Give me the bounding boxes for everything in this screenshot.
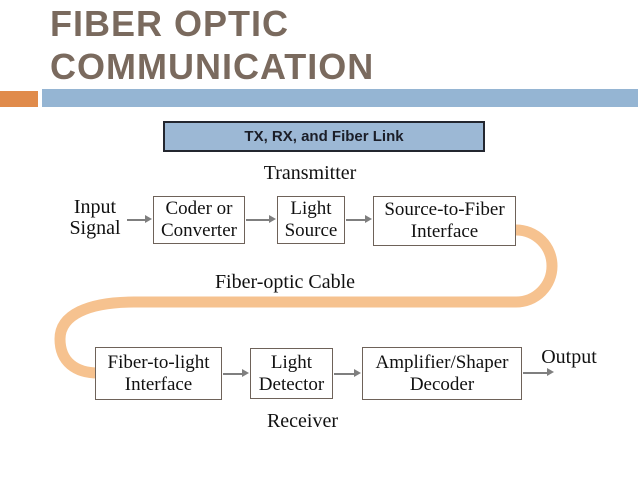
arrow-head-icon: [269, 215, 276, 223]
arrow-head-icon: [242, 369, 249, 377]
arrow-head-icon: [365, 215, 372, 223]
arrow-detector-to-amplifier: [334, 369, 361, 378]
input-signal-label: Input Signal: [58, 197, 132, 239]
arrow-shaft: [523, 372, 549, 374]
light-detector-line1: Light: [270, 351, 313, 373]
arrow-shaft: [346, 219, 367, 221]
arrow-shaft: [223, 373, 244, 375]
fiber-optic-cable-label: Fiber-optic Cable: [214, 271, 356, 293]
arrow-interface-to-detector: [223, 369, 249, 378]
arrow-amplifier-to-output: [523, 368, 554, 377]
amplifier-shaper-decoder-box: Amplifier/Shaper Decoder: [362, 347, 522, 400]
light-source-line2: Source: [284, 220, 338, 241]
output-label: Output: [541, 346, 597, 368]
input-signal-line1: Input: [73, 196, 117, 218]
transmitter-section-label: Transmitter: [263, 162, 357, 184]
light-source-box: Light Source: [277, 196, 345, 244]
amplifier-line1: Amplifier/Shaper: [375, 351, 509, 373]
coder-converter-line2: Converter: [161, 220, 237, 241]
arrow-head-icon: [354, 369, 361, 377]
arrow-input-to-coder: [127, 215, 152, 224]
accent-bar-orange: [0, 91, 38, 107]
source-to-fiber-line2: Interface: [410, 221, 479, 242]
light-detector-line2: Detector: [258, 373, 325, 395]
coder-converter-box: Coder or Converter: [153, 196, 245, 244]
arrow-head-icon: [145, 215, 152, 223]
fiber-to-light-interface-box: Fiber-to-light Interface: [95, 347, 222, 400]
fiber-to-light-line2: Interface: [124, 373, 193, 395]
arrow-shaft: [127, 219, 147, 221]
slide-title-line2: COMMUNICATION: [50, 46, 375, 87]
accent-bar-blue: [42, 89, 638, 107]
arrow-shaft: [334, 373, 356, 375]
slide-title: FIBER OPTIC COMMUNICATION: [50, 2, 610, 88]
receiver-section-label: Receiver: [266, 410, 339, 432]
coder-converter-line1: Coder or: [165, 198, 233, 219]
arrow-lightsource-to-interface: [346, 215, 372, 224]
source-to-fiber-interface-box: Source-to-Fiber Interface: [373, 196, 516, 246]
arrow-shaft: [246, 219, 271, 221]
light-source-line1: Light: [290, 198, 332, 219]
input-signal-line2: Signal: [69, 217, 121, 239]
slide-title-line1: FIBER OPTIC: [50, 3, 290, 44]
fiber-to-light-line1: Fiber-to-light: [107, 351, 210, 373]
source-to-fiber-line1: Source-to-Fiber: [384, 199, 505, 220]
light-detector-box: Light Detector: [250, 348, 333, 399]
banner-tx-rx-fiber-link: TX, RX, and Fiber Link: [163, 121, 485, 152]
banner-label: TX, RX, and Fiber Link: [244, 128, 404, 145]
amplifier-line2: Decoder: [409, 373, 475, 395]
arrow-head-icon: [547, 368, 554, 376]
arrow-coder-to-lightsource: [246, 215, 276, 224]
